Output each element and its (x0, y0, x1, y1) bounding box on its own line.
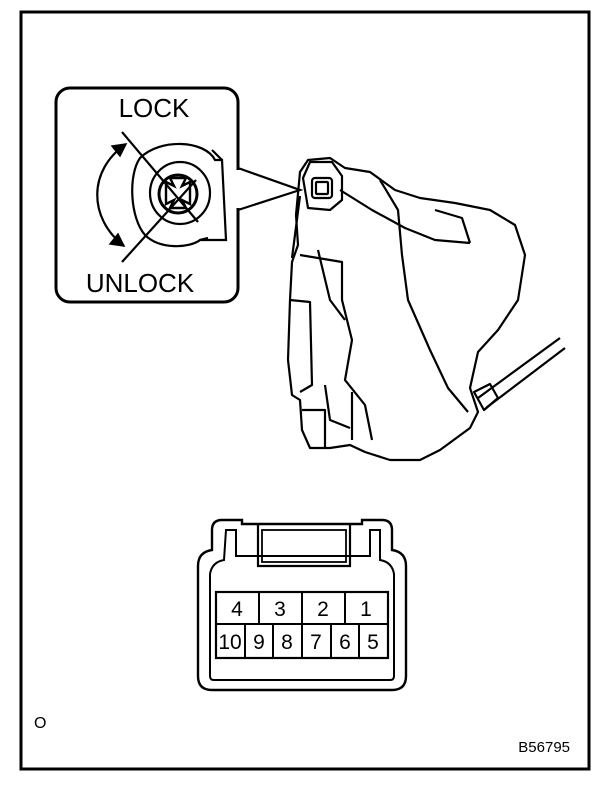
lock-label: LOCK (119, 93, 190, 123)
pin-labels-bottom: 10 9 8 7 6 5 (218, 631, 379, 654)
pin-9: 9 (253, 631, 265, 654)
connector-view-mark: O (34, 715, 46, 732)
pin-8: 8 (281, 631, 293, 654)
pin-3: 3 (274, 598, 286, 621)
figure-frame (19, 10, 591, 771)
pin-4: 4 (231, 598, 243, 621)
arrowhead-down-icon (108, 232, 126, 247)
lock-callout: LOCK UNLOCK (54, 86, 241, 304)
figure-reference: B56795 (518, 739, 570, 756)
arrowhead-up-icon (110, 143, 128, 158)
unlock-label: UNLOCK (86, 268, 195, 298)
pin-labels-top: 4 3 2 1 (231, 598, 372, 621)
pin-7: 7 (310, 631, 322, 654)
lock-indicator-line (121, 131, 199, 223)
unlock-indicator-line (121, 179, 197, 263)
door-lock-assembly (286, 156, 566, 462)
pin-10: 10 (218, 631, 241, 654)
pin-1: 1 (360, 598, 372, 621)
callout-pointer (237, 166, 304, 212)
pin-6: 6 (339, 631, 351, 654)
pin-2: 2 (317, 598, 329, 621)
connector (196, 518, 408, 692)
rotation-arrow (96, 143, 127, 247)
pin-5: 5 (367, 631, 379, 654)
connector-latch (256, 524, 352, 568)
connector-body (196, 518, 408, 692)
